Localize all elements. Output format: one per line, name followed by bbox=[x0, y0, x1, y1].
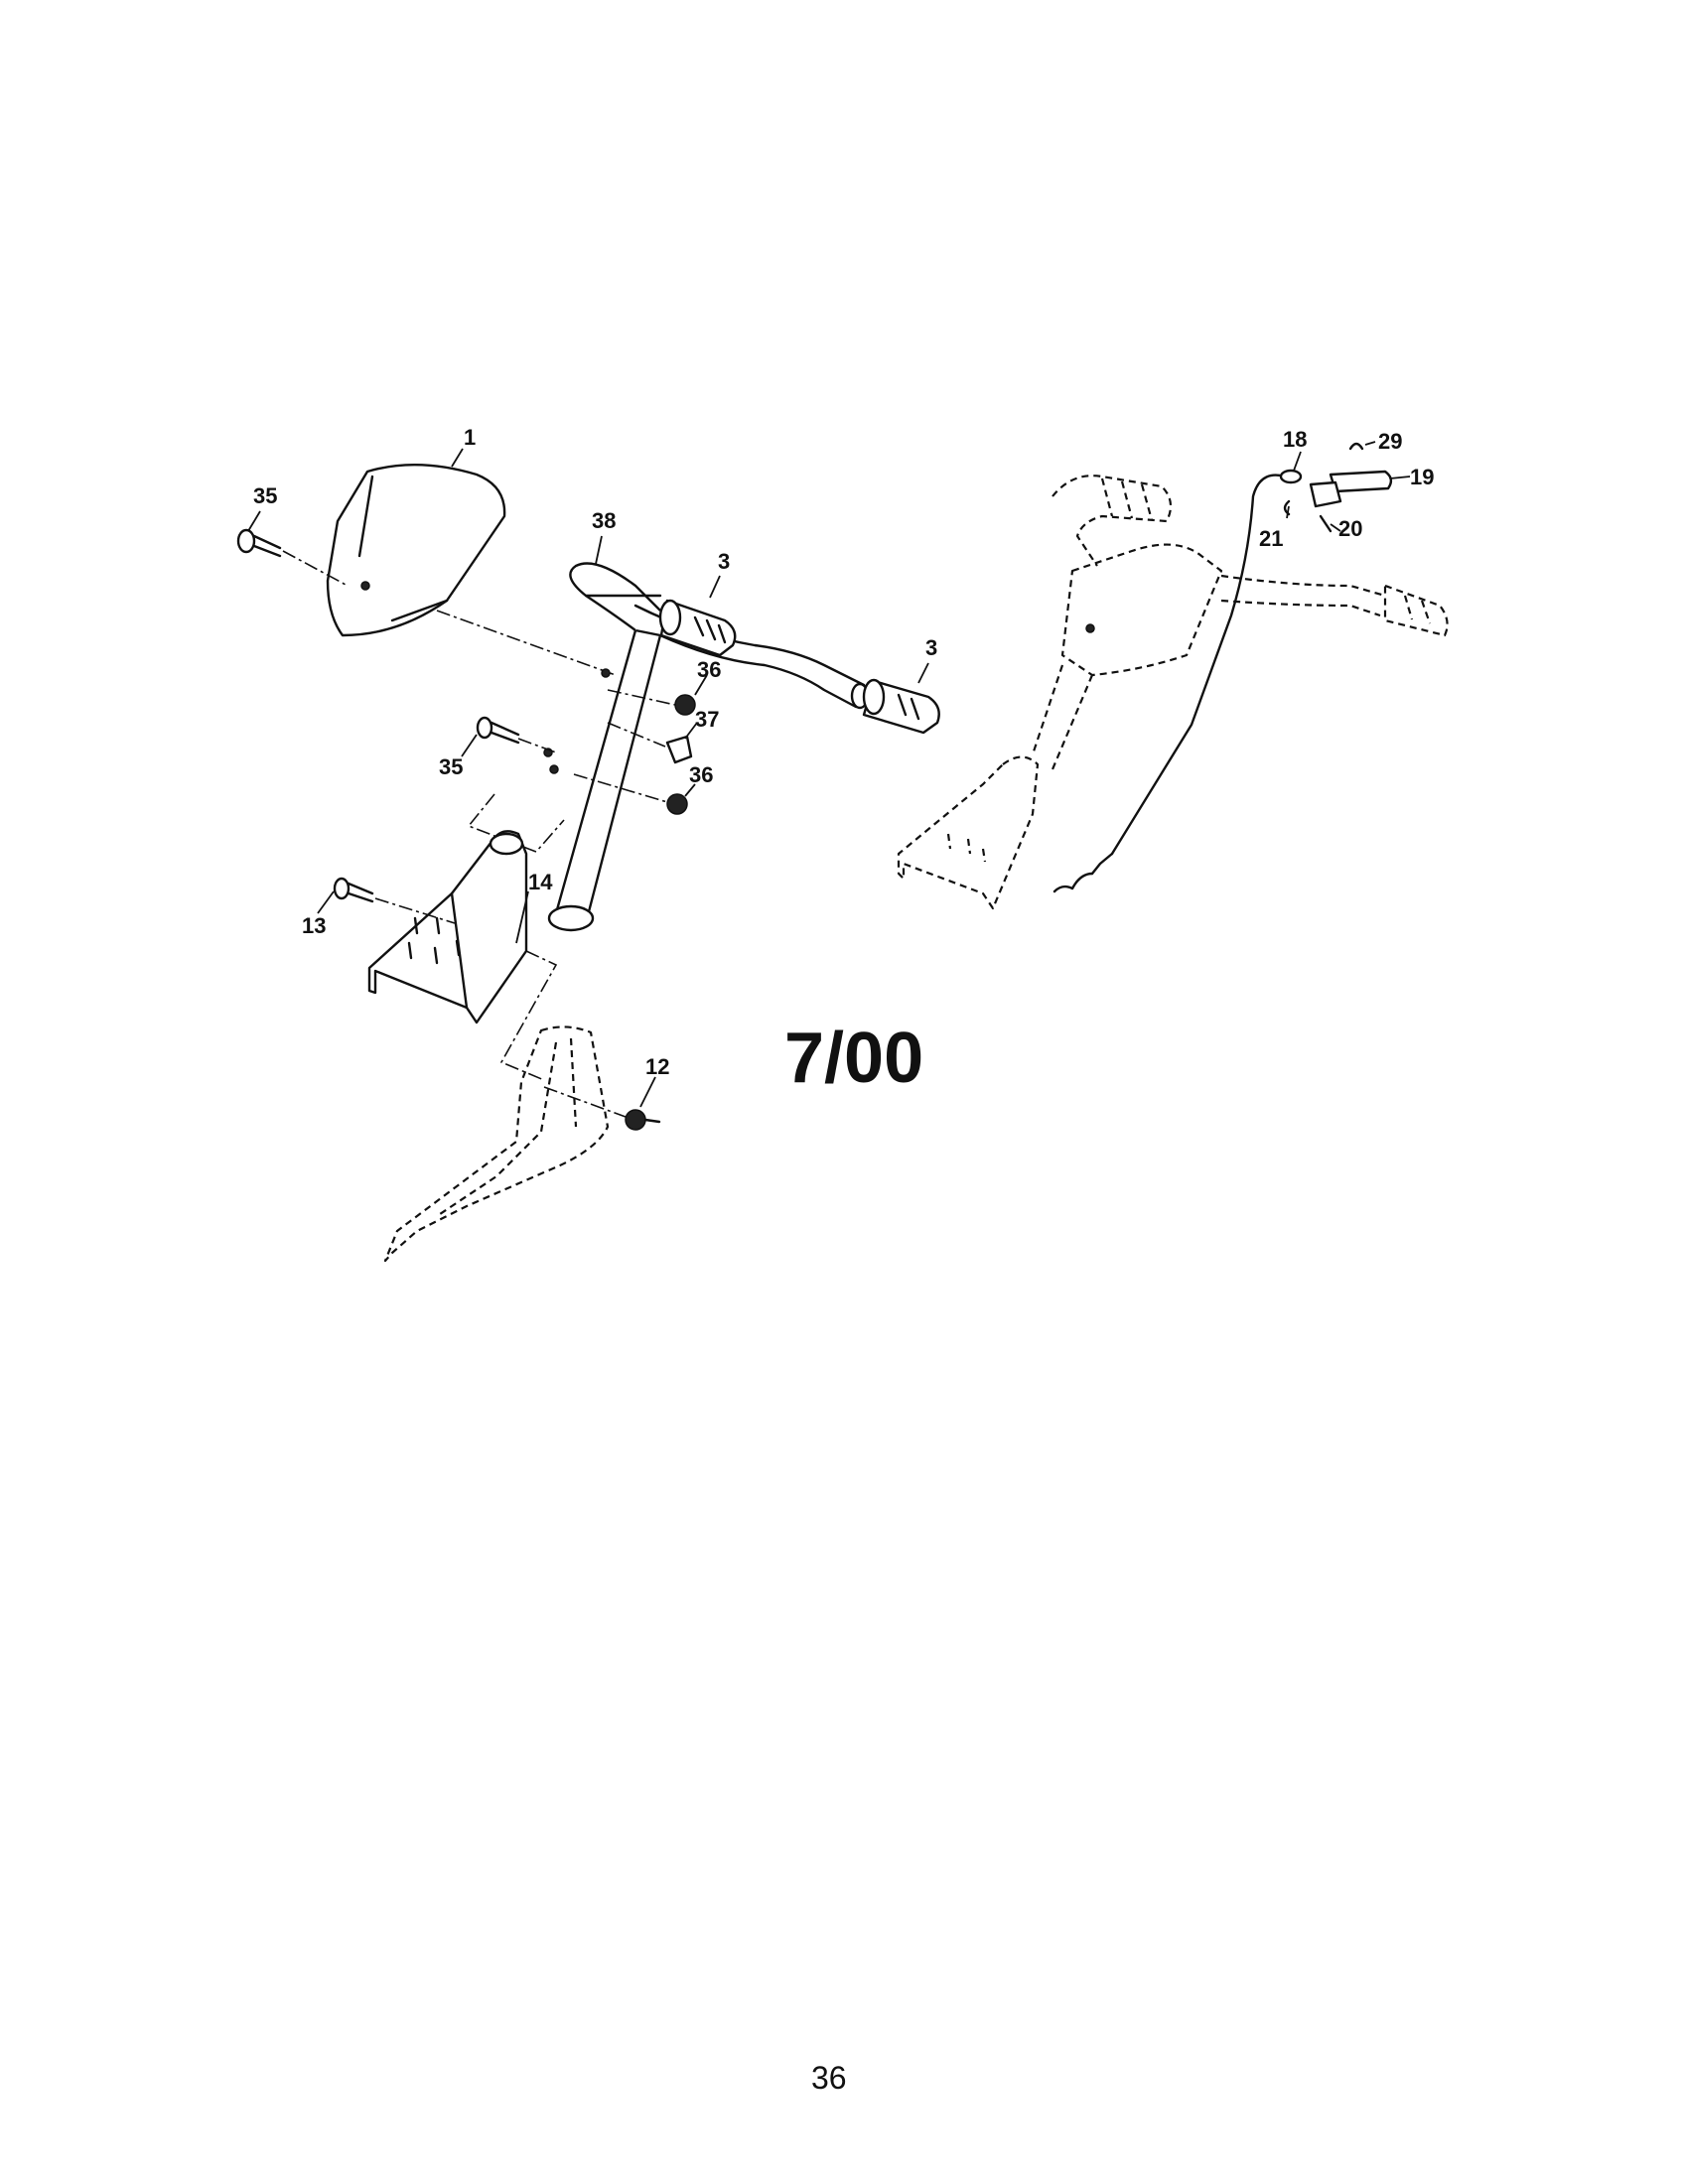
part-36-nut-lower bbox=[666, 793, 688, 815]
part-35-bolt-lower bbox=[476, 716, 520, 745]
assembly-line-bolt-lower bbox=[517, 738, 557, 753]
revision-date: 7/00 bbox=[784, 1019, 923, 1098]
part-13-bolt bbox=[333, 877, 374, 903]
part-18-cable-end bbox=[1279, 469, 1303, 484]
callout-3-lower: 3 bbox=[925, 635, 937, 660]
assembly-line-shield-tube bbox=[436, 610, 617, 676]
assembly-line-bolt-13 bbox=[374, 897, 456, 924]
page-number: 36 bbox=[811, 2060, 847, 2096]
alignment-guide-lower bbox=[499, 950, 558, 1081]
callout-3-upper: 3 bbox=[718, 549, 730, 574]
part-29-spring bbox=[1348, 442, 1364, 451]
callout-37: 37 bbox=[695, 707, 719, 732]
callout-19: 19 bbox=[1410, 465, 1434, 489]
callout-18: 18 bbox=[1283, 427, 1307, 452]
callout-13: 13 bbox=[302, 913, 326, 938]
leader-lines bbox=[247, 441, 1411, 1108]
part-37-clip bbox=[665, 735, 693, 764]
part-14-bracket bbox=[367, 830, 528, 1024]
callout-36-upper: 36 bbox=[697, 657, 721, 682]
handle-assembly-reference bbox=[897, 475, 1449, 910]
assembly-line-nut-lower bbox=[573, 773, 668, 803]
callout-35-upper: 35 bbox=[253, 483, 277, 508]
callout-12: 12 bbox=[645, 1054, 669, 1079]
callout-14: 14 bbox=[528, 870, 553, 894]
assembly-line-clip bbox=[607, 722, 666, 748]
part-19-lever bbox=[1329, 470, 1393, 493]
part-36-nut-upper bbox=[674, 694, 696, 716]
assembly-line-nut-upper bbox=[607, 689, 676, 706]
callout-20: 20 bbox=[1338, 516, 1362, 541]
control-cable bbox=[1052, 474, 1293, 893]
assembly-line-shield bbox=[282, 550, 349, 587]
part-1-shield bbox=[326, 463, 506, 637]
part-35-bolt-upper bbox=[236, 528, 282, 558]
part-3-grip-upper bbox=[658, 599, 737, 657]
part-38-handlebar bbox=[543, 562, 870, 932]
callout-35-lower: 35 bbox=[439, 754, 463, 779]
assembly-line-nut-12 bbox=[543, 1086, 627, 1118]
frame-reference bbox=[383, 1025, 610, 1263]
callout-21: 21 bbox=[1259, 526, 1283, 551]
callout-29: 29 bbox=[1378, 429, 1402, 454]
part-3-grip-lower bbox=[862, 678, 940, 735]
part-20-pin bbox=[1309, 480, 1342, 533]
part-12-nut bbox=[625, 1109, 661, 1131]
callout-38: 38 bbox=[592, 508, 616, 533]
callout-1: 1 bbox=[464, 425, 476, 450]
callout-36-lower: 36 bbox=[689, 762, 713, 787]
